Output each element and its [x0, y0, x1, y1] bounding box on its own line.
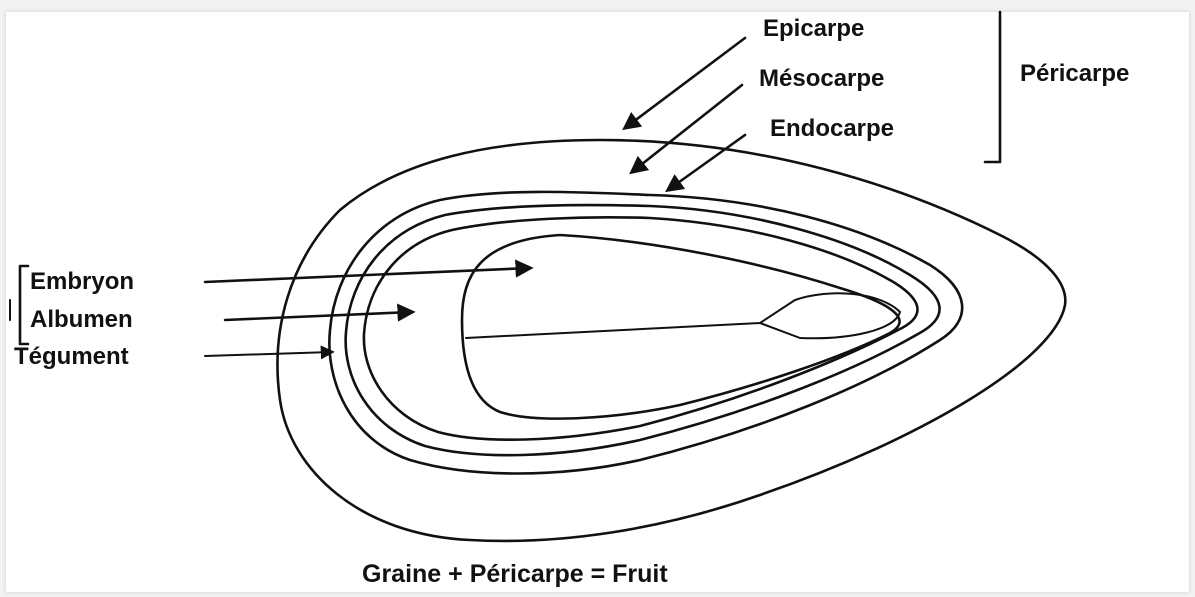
mesocarpe-arrow [632, 85, 742, 172]
label-tegument: Tégument [14, 345, 129, 369]
pericarpe-bracket [985, 12, 1000, 162]
albumen-arrow [225, 312, 412, 320]
caption-equation: Graine + Péricarpe = Fruit [362, 562, 668, 587]
label-endocarpe: Endocarpe [770, 117, 894, 141]
label-mesocarpe: Mésocarpe [759, 67, 884, 91]
graine-bracket [20, 266, 28, 344]
label-epicarpe: Epicarpe [763, 17, 864, 41]
epicarpe-arrow [625, 38, 745, 128]
tegument-arrow [205, 352, 332, 356]
label-embryon: Embryon [30, 270, 134, 294]
label-pericarpe: Péricarpe [1020, 62, 1129, 86]
label-albumen: Albumen [30, 308, 133, 332]
embryo-axis [466, 293, 900, 338]
epicarpe-outline [278, 140, 1066, 541]
